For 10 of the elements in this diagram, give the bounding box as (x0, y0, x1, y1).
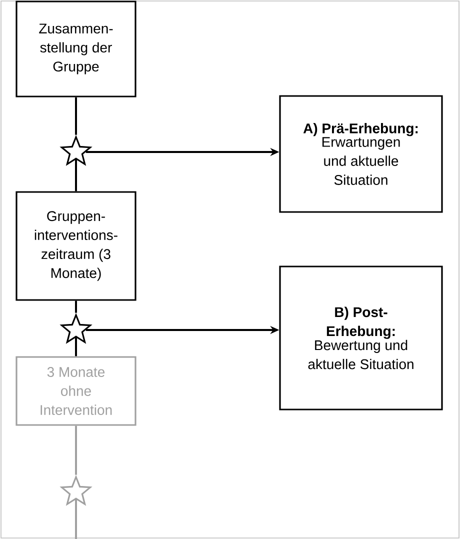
connector-line (75, 159, 77, 192)
process-box: Zusammen-stellung der Gruppe (16, 0, 136, 98)
connector-line (75, 337, 77, 356)
process-box: 3 Monate ohne Intervention (16, 356, 136, 426)
connector-line (75, 97, 77, 135)
connector-line (75, 300, 77, 313)
survey-box: B) Post-Erhebung: Bewertung und aktuelle Situation (279, 266, 443, 410)
connector-line (75, 426, 77, 475)
process-box: Gruppen-interventions-zeitraum (3 Monate) (16, 191, 136, 301)
survey-box: A) Prä-Erhebung: Erwartungen und aktuelle Situation (279, 95, 443, 213)
